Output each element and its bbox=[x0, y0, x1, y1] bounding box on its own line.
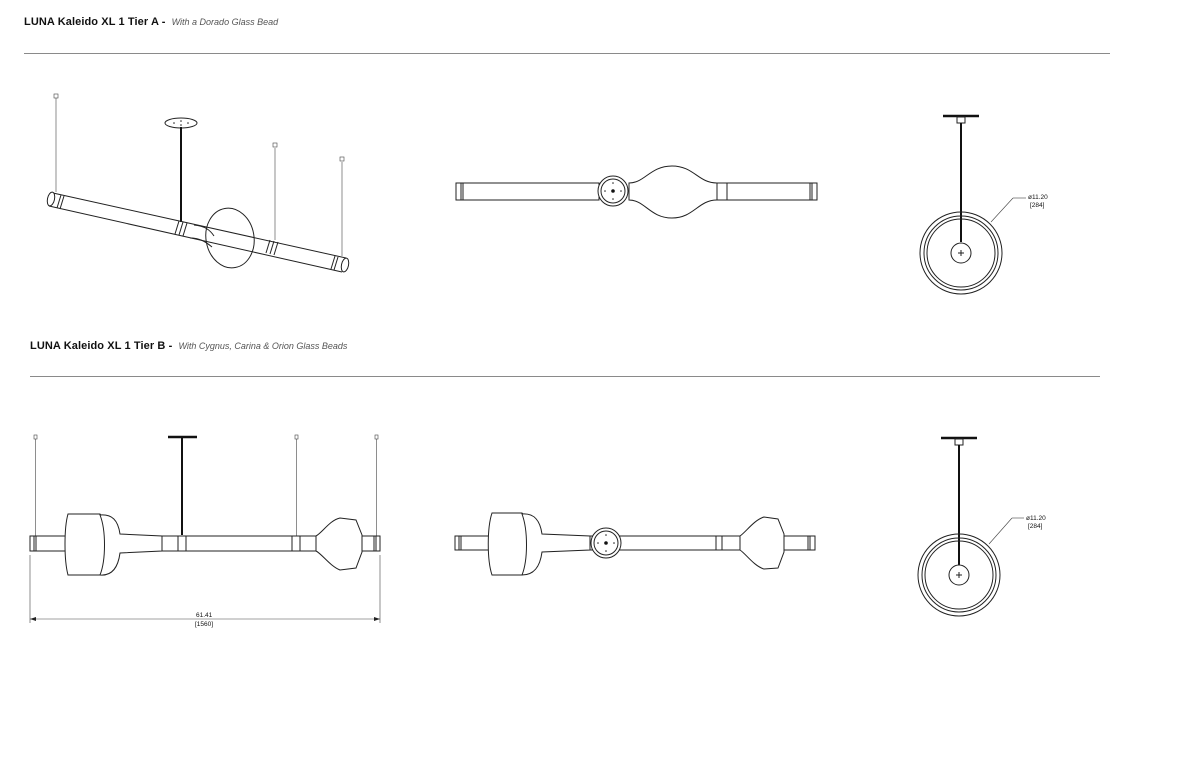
tier-b-diameter-in: ø11.20 bbox=[1026, 515, 1046, 522]
tier-b-side-view: ø11.20 [284] bbox=[917, 436, 1046, 617]
tier-a-diameter-mm: [284] bbox=[1030, 202, 1045, 209]
tier-a-isometric-view bbox=[46, 93, 350, 273]
section-b-heading: LUNA Kaleido XL 1 Tier B - With Cygnus, … bbox=[30, 340, 347, 352]
section-b-title: LUNA Kaleido XL 1 Tier B - bbox=[30, 340, 173, 352]
section-a-divider bbox=[24, 53, 1110, 54]
tier-b-length-in: 61.41 bbox=[196, 612, 213, 619]
section-b-divider bbox=[30, 376, 1100, 377]
tier-b-top-view bbox=[454, 512, 816, 576]
tier-b-front-view: 61.41 [1560] bbox=[29, 434, 381, 628]
tier-a-diameter-in: ø11.20 bbox=[1028, 194, 1048, 201]
tier-a-side-view: ø11.20 [284] bbox=[919, 114, 1048, 295]
section-a-heading: LUNA Kaleido XL 1 Tier A - With a Dorado… bbox=[24, 16, 278, 28]
tier-b-length-mm: [1560] bbox=[195, 621, 213, 628]
section-a-title: LUNA Kaleido XL 1 Tier A - bbox=[24, 16, 166, 28]
tier-b-diameter-mm: [284] bbox=[1028, 523, 1043, 530]
section-b-subtitle: With Cygnus, Carina & Orion Glass Beads bbox=[178, 341, 348, 351]
section-a-subtitle: With a Dorado Glass Bead bbox=[171, 17, 279, 27]
tier-a-top-view bbox=[455, 165, 818, 219]
